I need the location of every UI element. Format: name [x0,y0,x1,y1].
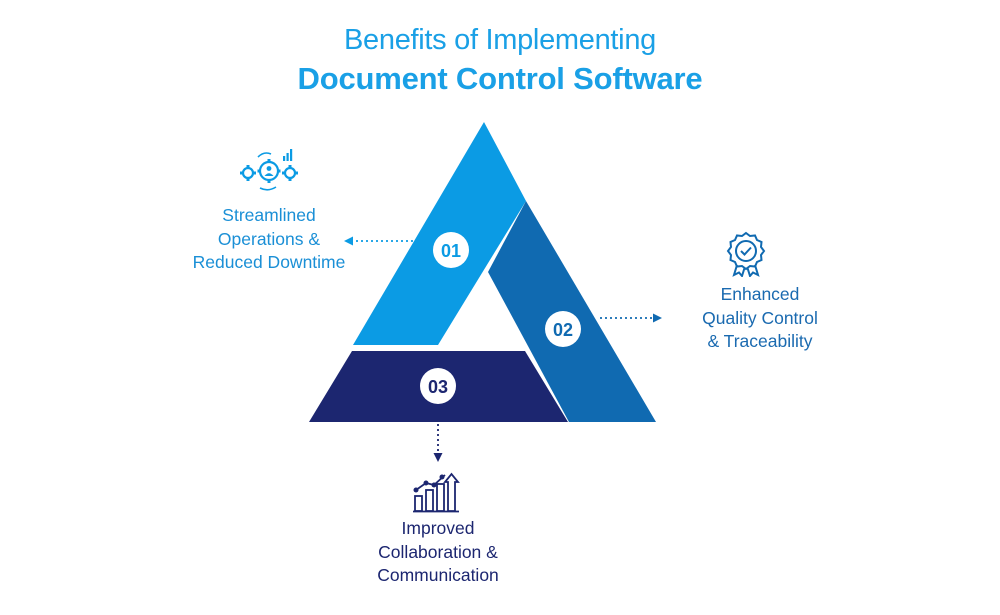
gears-icon [238,145,300,198]
benefit-02-line-2: Quality Control [702,307,818,328]
title-line-2: Document Control Software [297,61,703,96]
benefit-01-line-1: Streamlined [222,205,316,225]
connector-03 [433,424,443,462]
number-badge-03: 03 [420,368,456,404]
growth-chart-icon [412,470,460,519]
benefit-03-line-3: Communication [377,565,499,585]
connector-01 [344,236,413,246]
number-03-text: 03 [428,377,448,397]
benefit-02-line-3: & Traceability [707,331,813,351]
quality-badge-icon [724,231,768,282]
page-title: Benefits of Implementing Document Contro… [0,22,1000,98]
benefit-03-line-2: Collaboration & [378,541,498,562]
segment-02-shape [488,201,656,422]
number-01-text: 01 [441,241,461,261]
number-badge-02: 02 [545,311,581,347]
benefit-01-line-3: Reduced Downtime [192,252,346,272]
benefit-label-03: Improved Collaboration & Communication [338,517,538,588]
benefit-label-02: Enhanced Quality Control & Traceability [660,283,860,354]
segment-01-shape [353,122,526,345]
number-02-text: 02 [553,320,573,340]
title-line-1: Benefits of Implementing [344,24,656,56]
benefit-01-line-2: Operations & [217,228,321,249]
number-badge-01: 01 [433,232,469,268]
benefit-02-line-1: Enhanced [720,284,800,304]
benefit-03-line-1: Improved [401,518,475,538]
connector-02 [600,313,662,323]
benefit-label-01: Streamlined Operations & Reduced Downtim… [170,204,368,275]
